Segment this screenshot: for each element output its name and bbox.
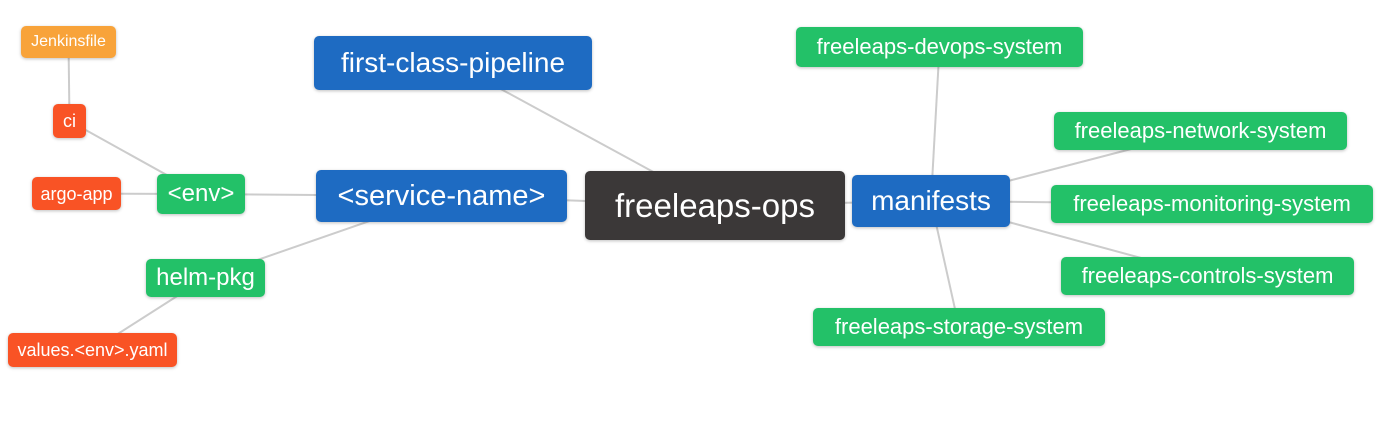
node-label: ci bbox=[63, 111, 76, 131]
node-label: first-class-pipeline bbox=[340, 47, 566, 78]
node-label: values.<env>.yaml bbox=[17, 340, 168, 360]
node-freeleaps-devops-system[interactable]: freeleaps-devops-system bbox=[796, 27, 1083, 67]
node-label: Jenkinsfile bbox=[31, 33, 106, 50]
node-label: freeleaps-controls-system bbox=[1081, 263, 1334, 288]
node-label: freeleaps-monitoring-system bbox=[1073, 191, 1351, 216]
node-service-name[interactable]: <service-name> bbox=[316, 170, 567, 222]
node-label: argo-app bbox=[40, 183, 113, 204]
node-manifests[interactable]: manifests bbox=[852, 175, 1010, 227]
node-label: freeleaps-storage-system bbox=[834, 314, 1084, 339]
node-ci[interactable]: ci bbox=[53, 104, 86, 138]
node-jenkinsfile[interactable]: Jenkinsfile bbox=[21, 26, 116, 58]
node-label: <env> bbox=[167, 180, 235, 207]
node-freeleaps-ops[interactable]: freeleaps-ops bbox=[585, 171, 845, 240]
node-label: freeleaps-ops bbox=[615, 187, 815, 224]
node-freeleaps-storage-system[interactable]: freeleaps-storage-system bbox=[813, 308, 1105, 346]
node-label: helm-pkg bbox=[156, 264, 255, 291]
node-label: freeleaps-devops-system bbox=[816, 34, 1063, 59]
node-values-env-yaml[interactable]: values.<env>.yaml bbox=[8, 333, 177, 367]
node-argo-app[interactable]: argo-app bbox=[32, 177, 121, 210]
node-freeleaps-monitoring-system[interactable]: freeleaps-monitoring-system bbox=[1051, 185, 1373, 223]
node-freeleaps-network-system[interactable]: freeleaps-network-system bbox=[1054, 112, 1347, 150]
node-label: freeleaps-network-system bbox=[1074, 118, 1327, 143]
node-freeleaps-controls-system[interactable]: freeleaps-controls-system bbox=[1061, 257, 1354, 295]
node-label: manifests bbox=[871, 185, 991, 216]
node-first-class-pipeline[interactable]: first-class-pipeline bbox=[314, 36, 592, 90]
node-env[interactable]: <env> bbox=[157, 174, 245, 214]
node-helm-pkg[interactable]: helm-pkg bbox=[146, 259, 265, 297]
node-label: <service-name> bbox=[337, 179, 546, 212]
